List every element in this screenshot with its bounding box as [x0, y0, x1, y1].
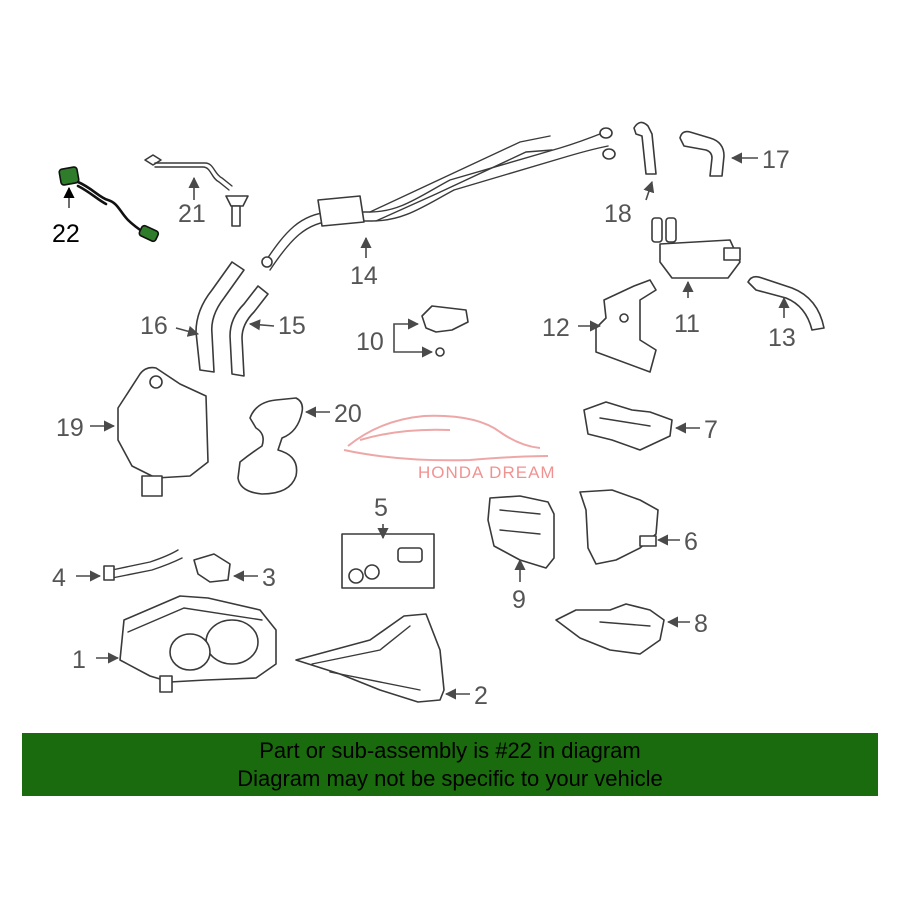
part-6-bracket: [579, 489, 659, 565]
part-15-hose: [229, 285, 269, 377]
label-16: 16: [140, 312, 168, 340]
label-12: 12: [542, 314, 570, 342]
label-11: 11: [674, 310, 700, 338]
label-15: 15: [278, 312, 306, 340]
part-19-canister: [117, 366, 209, 497]
label-20: 20: [334, 400, 362, 428]
label-8: 8: [694, 610, 708, 638]
label-18: 18: [604, 200, 632, 228]
label-4: 4: [52, 564, 66, 592]
part-22-sensor[interactable]: [58, 166, 160, 243]
part-3-valve: [193, 553, 231, 583]
label-9: 9: [512, 586, 526, 614]
part-2-cover: [295, 613, 445, 703]
label-17: 17: [762, 146, 790, 174]
part-7-plate: [583, 401, 673, 451]
part-13-hose: [747, 275, 825, 331]
part-21-sensor: [144, 154, 249, 227]
label-13: 13: [768, 324, 796, 352]
banner-line-1: Part or sub-assembly is #22 in diagram: [259, 738, 641, 763]
watermark-logo: HONDA DREAM: [343, 414, 556, 482]
part-4-pipe: [103, 549, 183, 581]
part-18-hose: [633, 121, 657, 175]
banner-line-2: Diagram may not be specific to your vehi…: [237, 766, 663, 791]
part-5-kit: [341, 533, 435, 589]
label-21: 21: [178, 200, 206, 228]
label-5: 5: [374, 494, 388, 522]
label-6: 6: [684, 528, 698, 556]
part-8-shield: [555, 603, 665, 655]
label-2: 2: [474, 682, 488, 710]
label-19: 19: [56, 414, 84, 442]
label-14: 14: [350, 262, 378, 290]
label-7: 7: [704, 416, 718, 444]
label-1: 1: [72, 646, 86, 674]
part-16-hose: [195, 261, 245, 373]
part-11-valve: [651, 217, 741, 279]
part-14-pipes: [261, 127, 616, 271]
part-1-canister: [119, 595, 277, 693]
label-10: 10: [356, 328, 384, 356]
part-17-hose: [679, 130, 725, 177]
label-22: 22: [52, 220, 80, 248]
notice-banner: Part or sub-assembly is #22 in diagram D…: [22, 733, 878, 796]
part-12-bracket: [595, 279, 657, 373]
part-20-hose: [237, 397, 304, 495]
part-10-sensor: [421, 305, 469, 357]
label-3: 3: [262, 564, 276, 592]
watermark-text: HONDA DREAM: [418, 463, 556, 482]
part-9-bracket: [487, 495, 555, 569]
